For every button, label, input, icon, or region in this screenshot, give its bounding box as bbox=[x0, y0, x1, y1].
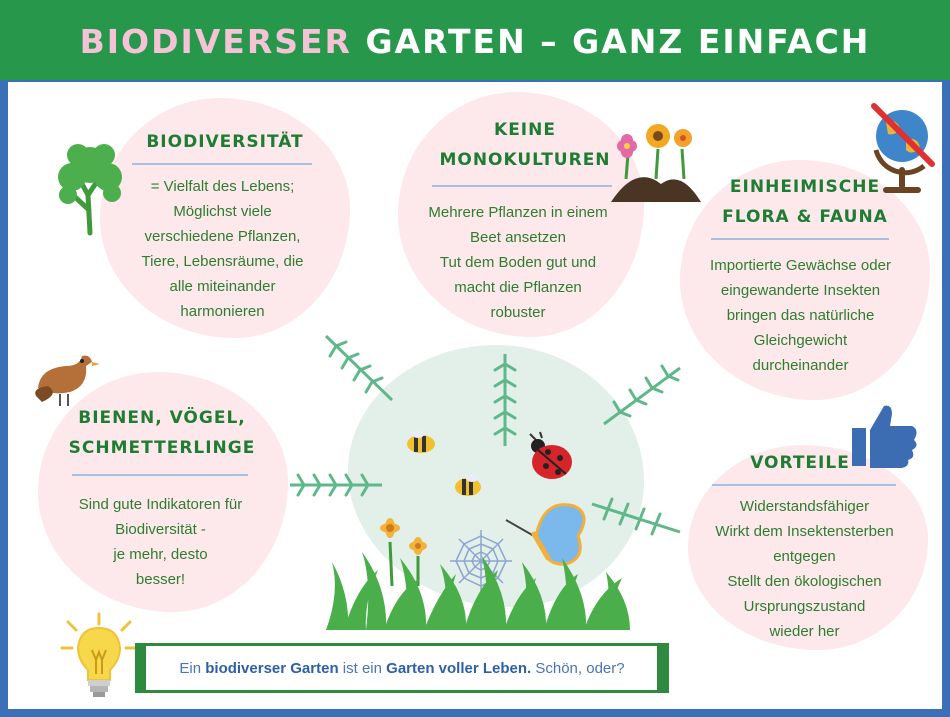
text-line: durcheinander bbox=[752, 357, 849, 374]
text-line: bringen das natürliche bbox=[726, 307, 875, 324]
text-line: eingewanderte Insekten bbox=[720, 282, 881, 299]
title-part-1: BIODIVERSER bbox=[79, 21, 352, 61]
spiderweb-icon bbox=[450, 530, 512, 592]
globe-crossed-icon bbox=[871, 103, 935, 193]
footer-text: Ein biodiverser Garten ist ein Garten vo… bbox=[179, 660, 624, 677]
blob-biodiversitaet bbox=[100, 98, 350, 338]
footer-text-part: Ein bbox=[179, 659, 206, 677]
text-line: entgegen bbox=[773, 548, 836, 565]
fern-icon bbox=[493, 354, 517, 446]
fern-icon bbox=[603, 364, 681, 426]
rule-biodiversitaet bbox=[132, 163, 312, 165]
fern-icon bbox=[324, 334, 394, 402]
text-line: harmonieren bbox=[180, 303, 265, 320]
footer-right-accent bbox=[657, 645, 667, 691]
text-line: besser! bbox=[135, 571, 186, 588]
footer-text-part: ist ein bbox=[338, 659, 387, 677]
text-line: Tut dem Boden gut und bbox=[439, 254, 597, 271]
text-line: Gleichgewicht bbox=[753, 332, 848, 349]
heading-line: KEINE bbox=[494, 120, 556, 140]
text-bienen: Sind gute Indikatoren für Biodiversität … bbox=[48, 492, 273, 592]
text-line: Wirkt dem Insektensterben bbox=[715, 523, 894, 540]
heading-bienen: BIENEN, VÖGEL, SCHMETTERLINGE bbox=[62, 403, 262, 463]
heading-line: FLORA & FAUNA bbox=[722, 207, 888, 227]
bee-icon bbox=[407, 430, 435, 453]
flowers-icon bbox=[611, 124, 701, 202]
heading-biodiversitaet: BIODIVERSITÄT bbox=[146, 132, 304, 152]
heading-monokulturen: KEINE MONOKULTUREN bbox=[420, 115, 630, 175]
text-line: robuster bbox=[490, 304, 546, 321]
text-vorteile: Widerstandsfähiger Wirkt dem Insektenste… bbox=[692, 494, 917, 644]
text-line: Möglichst viele bbox=[173, 203, 272, 220]
rule-bienen bbox=[72, 474, 248, 476]
butterfly-icon bbox=[505, 503, 586, 566]
bee-icon bbox=[455, 474, 481, 496]
text-line: Beet ansetzen bbox=[470, 229, 566, 246]
blob-monokulturen bbox=[398, 92, 644, 337]
text-line: Tiere, Lebensräume, die bbox=[141, 253, 304, 270]
text-einheimische: Importierte Gewächse oder eingewanderte … bbox=[688, 253, 913, 378]
text-line: Widerstandsfähiger bbox=[739, 498, 870, 515]
text-line: Sind gute Indikatoren für bbox=[78, 496, 243, 513]
text-line: Mehrere Pflanzen in einem bbox=[428, 204, 608, 221]
bird-icon bbox=[35, 355, 100, 406]
page-title: BIODIVERSER GARTEN – GANZ EINFACH bbox=[80, 22, 871, 61]
text-line: = Vielfalt des Lebens; bbox=[150, 178, 295, 195]
garden-center-blob bbox=[348, 345, 644, 607]
heading-line: EINHEIMISCHE bbox=[729, 177, 881, 197]
lightbulb-icon bbox=[60, 612, 138, 697]
heading-line: MONOKULTUREN bbox=[439, 150, 611, 170]
heading-line: SCHMETTERLINGE bbox=[68, 438, 256, 458]
header-banner: BIODIVERSER GARTEN – GANZ EINFACH bbox=[0, 0, 950, 80]
text-line: verschiedene Pflanzen, bbox=[144, 228, 301, 245]
ladybug-icon bbox=[529, 431, 572, 479]
text-biodiversitaet: = Vielfalt des Lebens; Möglichst viele v… bbox=[110, 174, 335, 324]
text-line: Stellt den ökologischen bbox=[727, 573, 882, 590]
title-part-2: GARTEN – GANZ EINFACH bbox=[365, 21, 871, 61]
text-line: macht die Pflanzen bbox=[454, 279, 582, 296]
grass-icon bbox=[326, 552, 630, 630]
blob-vorteile bbox=[688, 445, 928, 650]
fern-icon bbox=[591, 497, 681, 536]
text-line: wieder her bbox=[769, 623, 840, 640]
footer-banner: Ein biodiverser Garten ist ein Garten vo… bbox=[135, 643, 669, 693]
blob-bienen bbox=[38, 372, 288, 612]
text-line: Importierte Gewächse oder bbox=[710, 257, 891, 274]
heading-einheimische: EINHEIMISCHE FLORA & FAUNA bbox=[700, 172, 910, 232]
thumbs-up-icon bbox=[852, 405, 917, 468]
rule-einheimische bbox=[711, 238, 889, 240]
tree-icon bbox=[58, 144, 122, 236]
text-line: je mehr, desto bbox=[113, 546, 208, 563]
text-line: Biodiversität - bbox=[115, 521, 206, 538]
fern-icon bbox=[290, 473, 382, 497]
footer-emphasis: Garten voller Leben. bbox=[386, 659, 532, 677]
blob-einheimische bbox=[680, 160, 930, 400]
text-monokulturen: Mehrere Pflanzen in einem Beet ansetzen … bbox=[403, 200, 633, 325]
footer-emphasis: biodiverser Garten bbox=[205, 659, 339, 677]
heading-vorteile: VORTEILE bbox=[750, 453, 850, 473]
text-line: alle miteinander bbox=[169, 278, 276, 295]
rule-monokulturen bbox=[432, 185, 612, 187]
rule-vorteile bbox=[712, 484, 896, 486]
heading-line: BIENEN, VÖGEL, bbox=[78, 408, 246, 428]
text-line: Ursprungszustand bbox=[743, 598, 866, 615]
footer-left-accent bbox=[136, 645, 146, 691]
footer-text-part: Schön, oder? bbox=[531, 659, 625, 677]
